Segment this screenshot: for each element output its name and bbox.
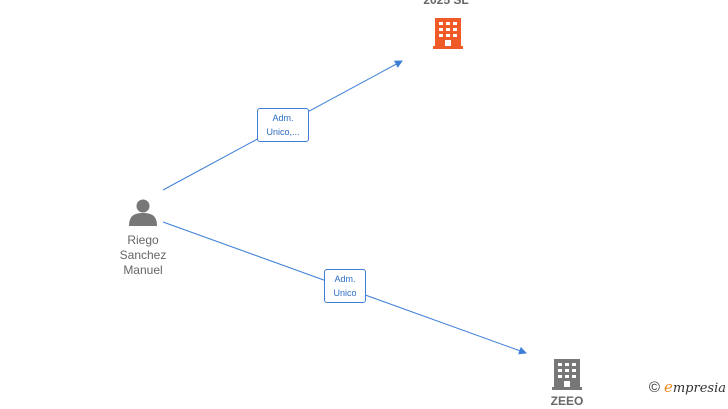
person-label[interactable]: Riego Sanchez Manuel (103, 233, 183, 278)
building-icon[interactable] (552, 359, 582, 390)
brand-rest: mpresia (672, 381, 726, 396)
person-name-line2: Sanchez (119, 248, 167, 262)
bottom-company-label[interactable]: ZEEO (550, 394, 584, 408)
top-company-label[interactable]: 2025 SL (423, 0, 469, 7)
person-name-line3: Manuel (123, 263, 163, 277)
brand-e: e (663, 378, 673, 396)
person-name-line1: Riego (127, 233, 159, 247)
edge-label-top-line1: Adm. (272, 113, 294, 123)
person-icon[interactable] (129, 199, 157, 227)
building-icon[interactable] (433, 18, 463, 49)
copyright-icon: © (648, 379, 660, 396)
edge-label-bottom-line1: Adm. (334, 274, 356, 284)
edge-label-top-line2: Unico,... (266, 127, 300, 137)
empresia-watermark: ©empresia (649, 378, 726, 396)
relationship-graph (129, 18, 582, 390)
edge-label-bottom-line2: Unico (333, 288, 357, 298)
edge-label-top[interactable]: Adm. Unico,... (257, 108, 309, 142)
edge-label-bottom[interactable]: Adm. Unico (324, 269, 366, 303)
